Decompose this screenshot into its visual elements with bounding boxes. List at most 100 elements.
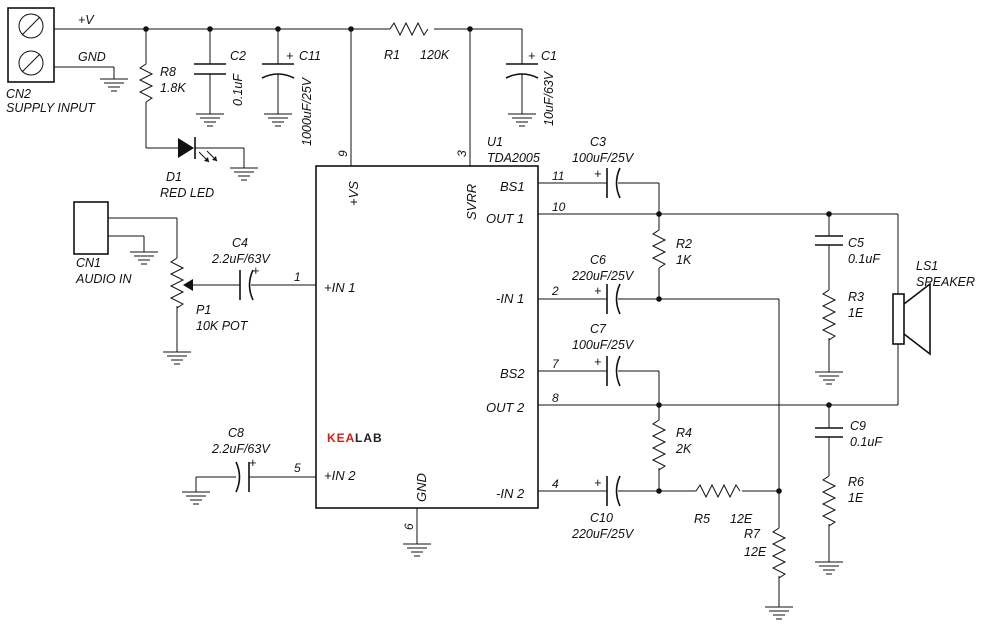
r7-ref: R7	[744, 527, 761, 541]
c1-value: 10uF/63V	[542, 70, 556, 126]
resistor-r6	[821, 475, 837, 527]
capacitor-c3	[606, 167, 621, 199]
c4-value: 2.2uF/63V	[211, 252, 271, 266]
r3-value: 1E	[848, 306, 864, 320]
c5-ref: C5	[848, 236, 864, 250]
kealab-logo: KEA LAB	[327, 431, 383, 445]
resistor-r3	[821, 289, 837, 341]
c1-polarity: +	[528, 49, 535, 63]
u1-ref: U1	[487, 135, 503, 149]
cn2-desc: SUPPLY INPUT	[6, 101, 96, 115]
pin-label-in1n: -IN 1	[496, 291, 524, 306]
u1-part: TDA2005	[487, 151, 540, 165]
c7-polarity: +	[594, 355, 601, 369]
svg-text:KEA: KEA	[327, 431, 355, 445]
pin-label-gnd: GND	[414, 473, 429, 502]
c7-value: 100uF/25V	[572, 338, 635, 352]
p1-ref: P1	[196, 303, 211, 317]
led-d1	[178, 137, 218, 163]
r1-ref: R1	[384, 48, 400, 62]
r7-value: 12E	[744, 545, 767, 559]
capacitor-c4	[239, 269, 254, 301]
c9-ref: C9	[850, 419, 866, 433]
r5-ref: R5	[694, 512, 710, 526]
r8-ref: R8	[160, 65, 176, 79]
pin-label-bs1: BS1	[500, 179, 525, 194]
pin-label-out2: OUT 2	[486, 400, 525, 415]
pin-label-vs: +VS	[346, 181, 361, 206]
d1-value: RED LED	[160, 186, 214, 200]
c4-polarity: +	[252, 264, 259, 278]
r2-value: 1K	[676, 253, 692, 267]
c6-value: 220uF/25V	[571, 269, 635, 283]
p1-value: 10K POT	[196, 319, 249, 333]
r2-ref: R2	[676, 237, 692, 251]
c11-polarity: +	[286, 49, 293, 63]
pin-label-svrr: SVRR	[464, 184, 479, 220]
pin-number-in1p: 1	[294, 270, 301, 284]
c10-value: 220uF/25V	[571, 527, 635, 541]
r4-ref: R4	[676, 426, 692, 440]
gnd-label: GND	[78, 50, 106, 64]
resistor-r2	[651, 229, 667, 269]
resistor-r8	[138, 63, 154, 103]
potentiometer-p1	[169, 257, 185, 309]
c8-value: 2.2uF/63V	[211, 442, 271, 456]
capacitor-c9	[815, 427, 843, 438]
c8-polarity: +	[249, 456, 256, 470]
pin-number-out1: 10	[552, 200, 566, 214]
r8-value: 1.8K	[160, 81, 186, 95]
pin-label-in2n: -IN 2	[496, 486, 525, 501]
r1-value: 120K	[420, 48, 450, 62]
c4-ref: C4	[232, 236, 248, 250]
c6-polarity: +	[594, 284, 601, 298]
speaker-ls1	[892, 282, 931, 356]
r5-value: 12E	[730, 512, 753, 526]
resistor-r7	[771, 527, 787, 579]
c10-polarity: +	[594, 476, 601, 490]
pin-number-svrr: 3	[455, 150, 469, 157]
pin-label-in1p: +IN 1	[324, 280, 355, 295]
c2-ref: C2	[230, 49, 246, 63]
pin-number-gnd: 6	[402, 523, 416, 530]
c11-ref: C11	[299, 49, 321, 63]
r4-value: 2K	[675, 442, 692, 456]
c3-ref: C3	[590, 135, 606, 149]
capacitor-c2	[194, 63, 226, 75]
pin-number-in2p: 5	[294, 461, 301, 475]
capacitor-c7	[606, 355, 621, 387]
c6-ref: C6	[590, 253, 606, 267]
c1-ref: C1	[541, 49, 557, 63]
r6-value: 1E	[848, 491, 864, 505]
capacitor-c5	[815, 235, 843, 246]
ls1-value: SPEAKER	[916, 275, 975, 289]
c3-polarity: +	[594, 167, 601, 181]
d1-ref: D1	[166, 170, 182, 184]
resistor-r1	[389, 21, 429, 37]
r3-ref: R3	[848, 290, 864, 304]
pin-number-bs1: 11	[552, 169, 564, 183]
c5-value: 0.1uF	[848, 252, 881, 266]
c10-ref: C10	[590, 511, 613, 525]
pin-number-vs: 9	[336, 150, 350, 157]
c11-value: 1000uF/25V	[300, 76, 314, 146]
cn2-ref: CN2	[6, 87, 31, 101]
cn1-ref: CN1	[76, 256, 101, 270]
c8-ref: C8	[228, 426, 244, 440]
ic-u1-body	[315, 165, 539, 509]
pin-number-in2n: 4	[552, 477, 559, 491]
ls1-ref: LS1	[916, 259, 938, 273]
capacitor-c8	[235, 461, 250, 493]
connector-cn1	[73, 201, 109, 255]
pin-label-out1: OUT 1	[486, 211, 524, 226]
pin-label-bs2: BS2	[500, 366, 525, 381]
resistor-r5	[695, 483, 741, 499]
c3-value: 100uF/25V	[572, 151, 635, 165]
ground-symbol	[100, 78, 128, 92]
pot-wiper-arrow	[183, 279, 193, 291]
pin-number-out2: 8	[552, 391, 559, 405]
svg-text:LAB: LAB	[355, 431, 383, 445]
pin-number-in1n: 2	[551, 284, 559, 298]
